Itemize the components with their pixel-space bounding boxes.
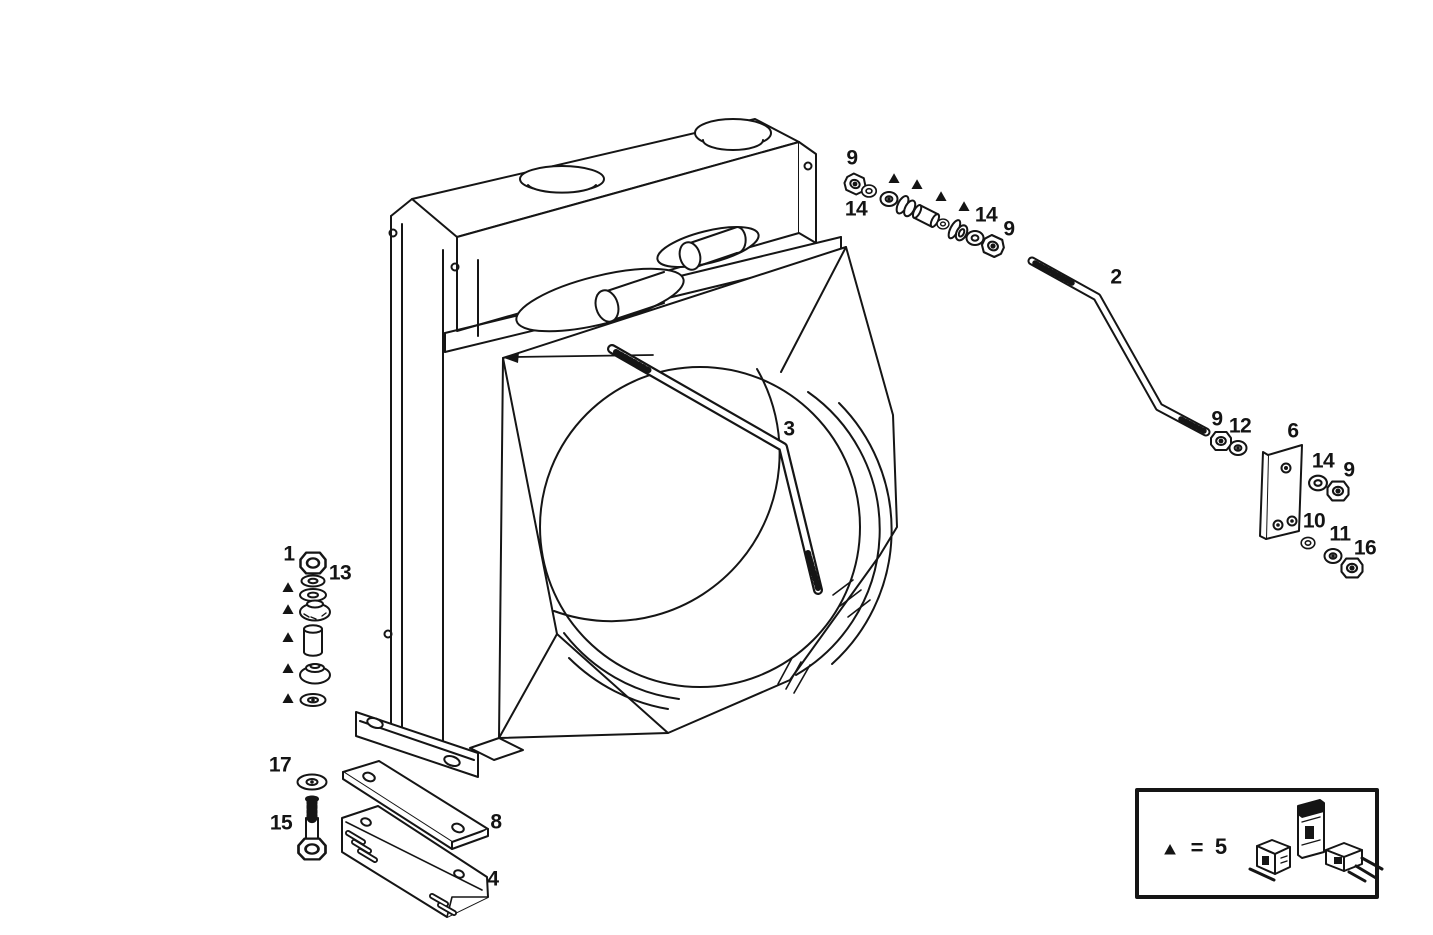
part-number-label: 13 [328,561,352,585]
part-number-label: 14 [1311,449,1335,473]
mounting-plate-6 [1259,444,1303,540]
strap-plate-8 [342,760,489,850]
part-number-label: 4 [487,867,499,891]
legend-kit-boxes-illustration [1248,799,1384,883]
kit-marker-icon: ▲ [278,599,298,619]
part-number-label: 10 [1302,509,1326,533]
kit-washer-upper [299,588,327,602]
mounting-foot [355,711,479,778]
part-number-label: 11 [1329,522,1351,546]
part-number-label: 14 [844,197,868,221]
kit-mount-lower [299,663,331,685]
mounting-plate-group-drawing [1211,432,1363,577]
part-number-label: 2 [1110,265,1122,289]
isolator-stack-drawing [299,553,331,707]
filler-cap [694,118,772,151]
outlet-pipes [515,226,760,333]
kit-marker-icon: ▲ [884,168,904,188]
part-number-label: 12 [1228,414,1252,438]
legend-equals: = [1190,835,1204,860]
part-number-label: 9 [1343,458,1355,482]
legend-quantity: 5 [1214,834,1228,859]
part-number-label: 6 [1287,419,1299,443]
kit-marker-icon: ▲ [278,627,298,647]
fan-opening-circle [539,366,893,710]
washer-13 [300,574,326,588]
fan-shroud [469,246,898,761]
kit-spacer [303,624,323,657]
washer-17 [296,773,328,791]
part-number-label: 3 [783,417,795,441]
tank-body [390,118,817,332]
support-rod-3-drawing [607,344,823,595]
bracket-4 [341,805,489,918]
kit-marker-icon: ▲ [278,658,298,678]
part-number-label: 14 [974,203,998,227]
bolt-15 [299,795,326,860]
radiator-assembly-drawing [355,118,898,778]
legend-box [1135,788,1379,899]
part-number-label: 9 [846,146,858,170]
legend-drawing [1135,788,1384,899]
kit-mount-upper [299,599,331,622]
tie-rod-2-drawing [1027,256,1211,437]
part-number-label: 15 [269,811,293,835]
kit-washer-lower [299,693,327,707]
lower-bracket-group-drawing [296,760,489,918]
part-number-label: 9 [1211,407,1223,431]
part-number-label: 8 [490,810,502,834]
part-number-label: 1 [283,542,295,566]
kit-marker-icon: ▲ [954,196,974,216]
legend-kit-marker-icon: ▲ [1160,839,1180,859]
top-opening [519,165,605,194]
part-number-label: 9 [1003,217,1015,241]
pipe-fitting-group-drawing [842,172,1006,259]
kit-marker-icon: ▲ [931,186,951,206]
kit-marker-icon: ▲ [907,174,927,194]
part-number-label: 16 [1353,536,1377,560]
left-frame-channel [383,215,479,750]
kit-marker-icon: ▲ [278,577,298,597]
part-number-label: 17 [268,753,292,777]
kit-marker-icon: ▲ [278,688,298,708]
